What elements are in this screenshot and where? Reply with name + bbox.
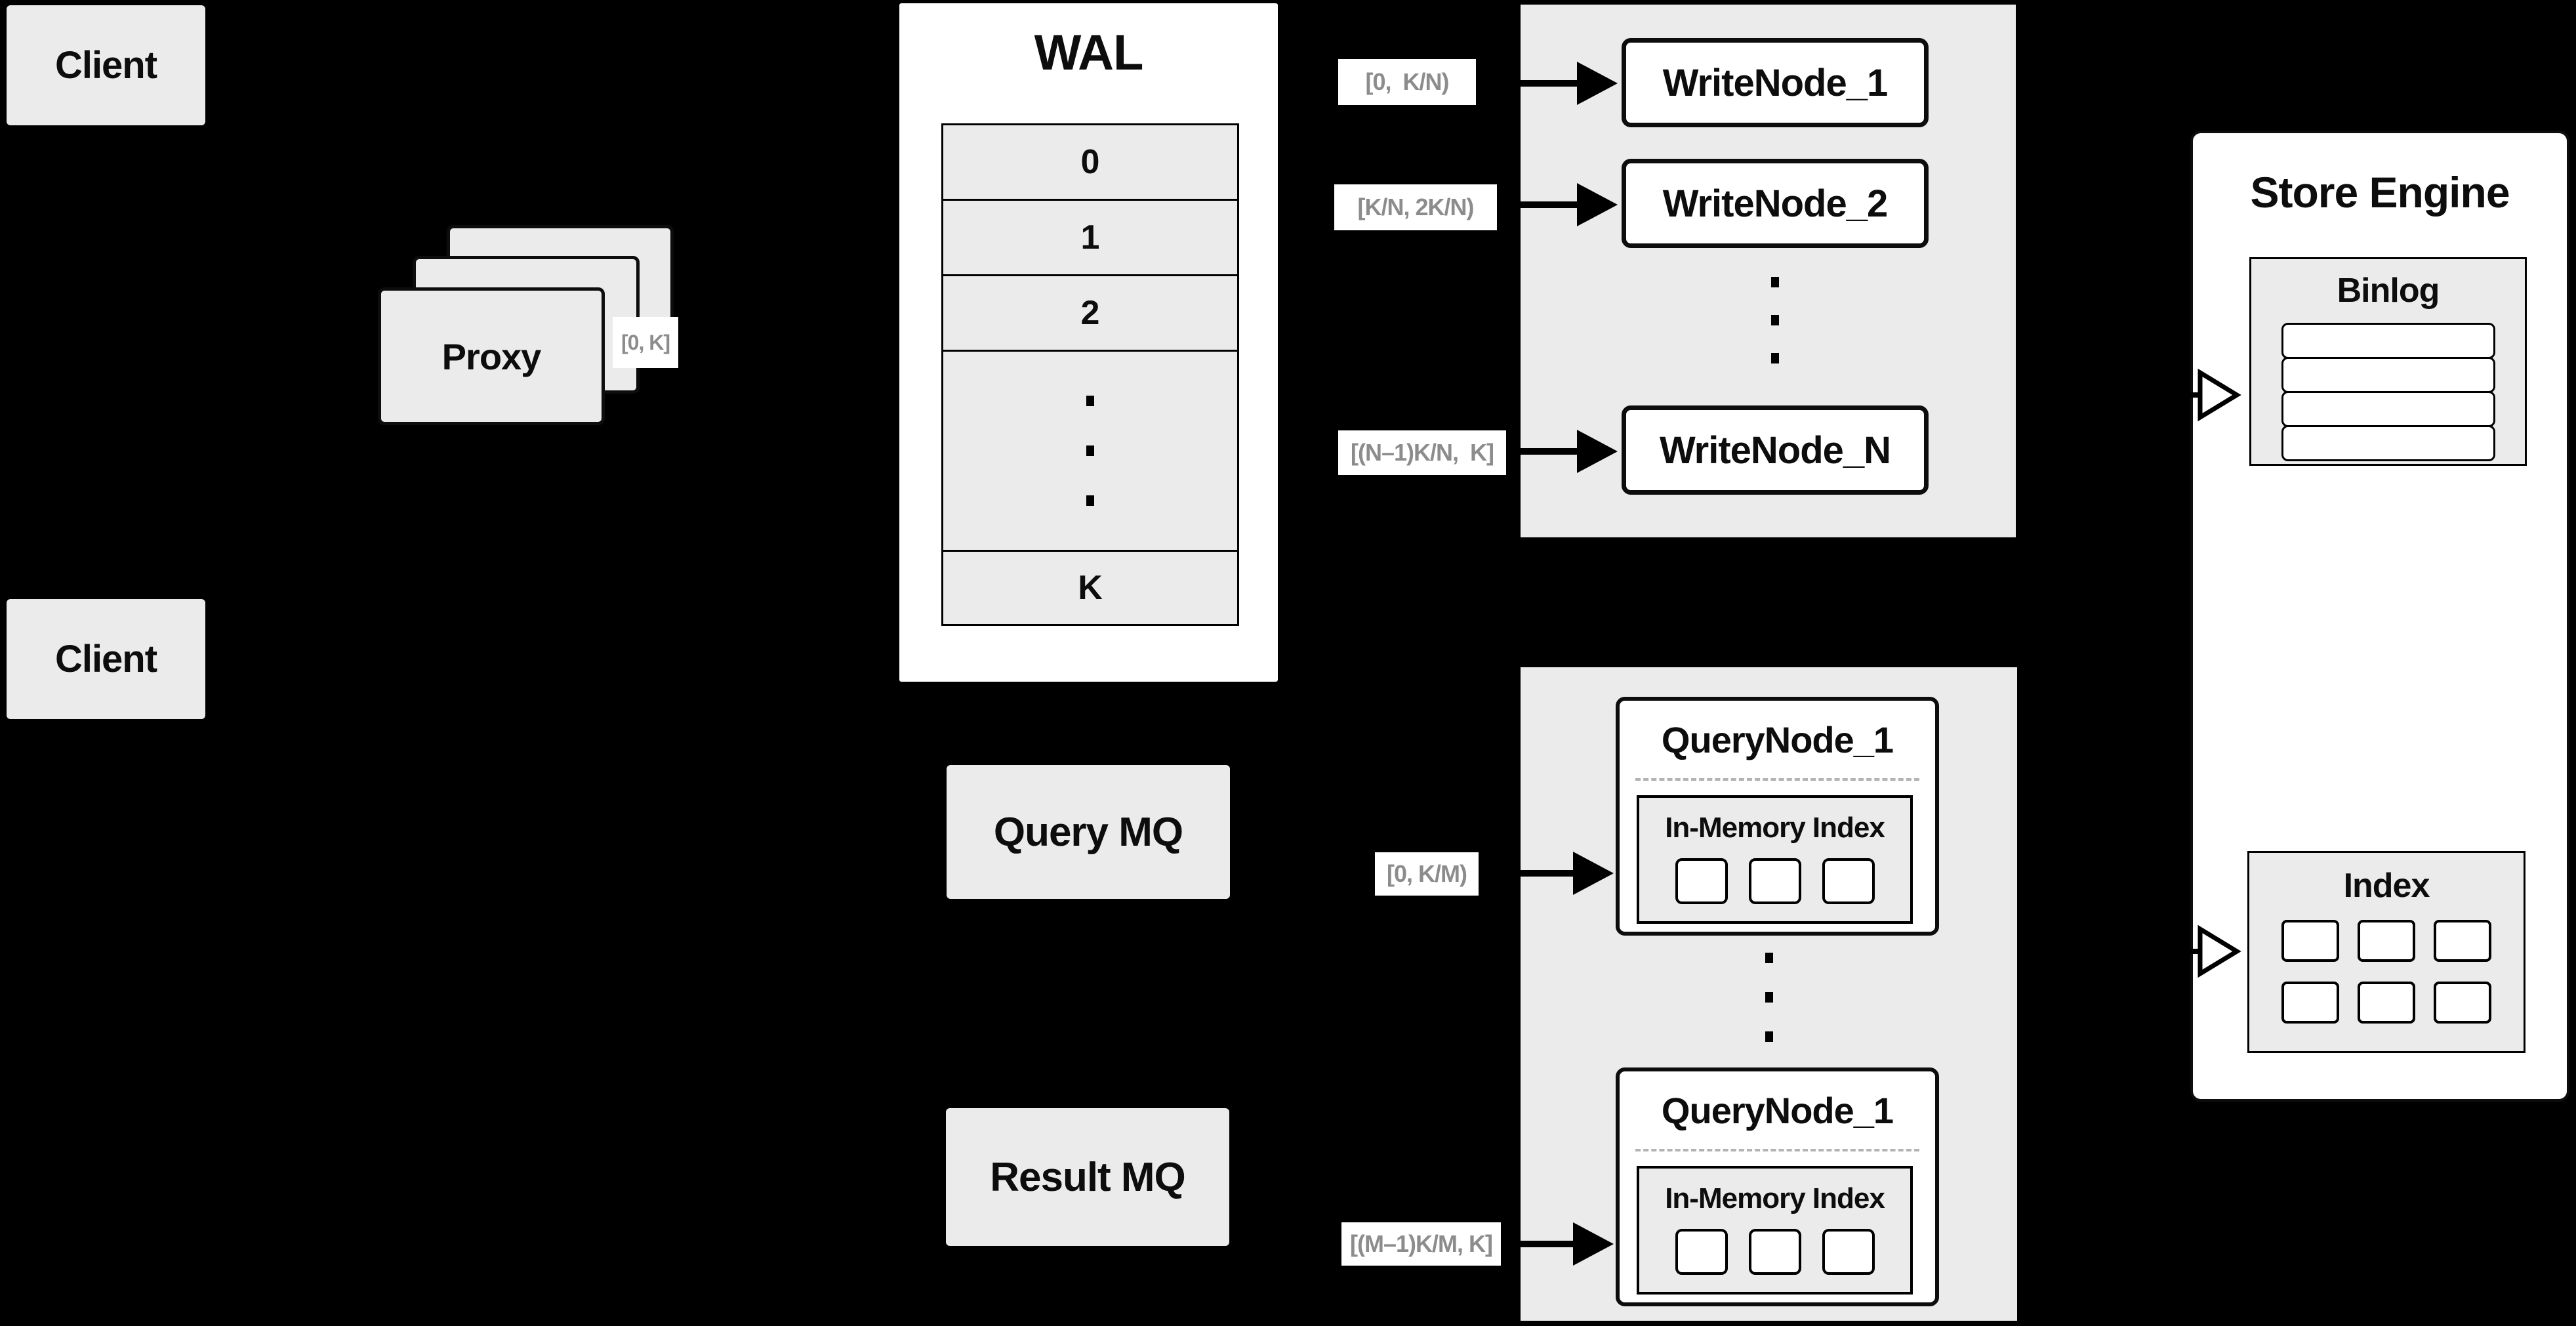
range-chip-write-1: [0, K/N)	[1338, 59, 1476, 105]
query-node-top-divider	[1635, 778, 1919, 781]
arrow-to-querynode-m	[1503, 1222, 1614, 1266]
query-node-top: QueryNode_1 In-Memory Index	[1616, 697, 1939, 936]
binlog-box: Binlog	[2249, 257, 2527, 466]
write-node-ellipsis	[1771, 277, 1779, 363]
wal-title: WAL	[1034, 24, 1144, 81]
in-memory-index-bottom-title: In-Memory Index	[1665, 1182, 1885, 1214]
proxy-label: Proxy	[441, 335, 542, 377]
in-memory-index-bottom-cells	[1639, 1229, 1910, 1275]
write-node-1: WriteNode_1	[1622, 38, 1929, 127]
range-chip-write-n: [(N–1)K/N, K]	[1338, 430, 1506, 475]
wal-row-k: K	[943, 552, 1237, 624]
write-node-2-label: WriteNode_2	[1662, 182, 1888, 225]
in-memory-index-top-cells	[1639, 858, 1910, 904]
result-mq-box: Result MQ	[946, 1108, 1229, 1246]
wal-row-0: 0	[943, 125, 1237, 201]
query-mq-box: Query MQ	[947, 765, 1230, 899]
query-node-top-label: QueryNode_1	[1661, 718, 1894, 760]
range-chip-query-1: [0, K/M)	[1375, 852, 1479, 896]
client-box-bottom: Client	[7, 599, 205, 719]
write-node-n: WriteNode_N	[1622, 405, 1929, 495]
index-title: Index	[2343, 867, 2430, 905]
range-chip-query-m: [(M–1)K/M, K]	[1341, 1222, 1501, 1266]
arrow-to-index	[2170, 924, 2241, 978]
store-engine-title: Store Engine	[2250, 168, 2510, 217]
client-box-top: Client	[7, 5, 205, 125]
arrow-to-writenode-2	[1500, 183, 1618, 226]
query-node-bottom-divider	[1635, 1149, 1919, 1151]
in-memory-index-box-bottom: In-Memory Index	[1637, 1166, 1913, 1295]
in-memory-index-box-top: In-Memory Index	[1637, 795, 1913, 924]
query-node-ellipsis	[1765, 953, 1773, 1042]
index-cells-row-1	[2249, 920, 2524, 962]
write-node-2: WriteNode_2	[1622, 159, 1929, 248]
wal-row-2: 2	[943, 276, 1237, 352]
range-chip-0-k: [0, K]	[613, 317, 678, 368]
client-top-label: Client	[54, 44, 157, 87]
result-mq-label: Result MQ	[990, 1154, 1186, 1200]
arrow-to-writenode-1	[1479, 62, 1618, 105]
query-node-bottom-label: QueryNode_1	[1661, 1089, 1894, 1131]
binlog-title: Binlog	[2337, 272, 2440, 310]
client-bottom-label: Client	[54, 638, 157, 680]
arrow-to-binlog	[2170, 368, 2241, 422]
binlog-rows	[2281, 323, 2495, 461]
arrow-to-querynode-1	[1481, 852, 1614, 895]
query-node-bottom: QueryNode_1 In-Memory Index	[1616, 1067, 1939, 1306]
wal-row-1: 1	[943, 201, 1237, 276]
index-cells-row-2	[2249, 982, 2524, 1024]
wal-table: 0 1 2 K	[941, 123, 1239, 626]
write-node-1-label: WriteNode_1	[1662, 61, 1888, 104]
wal-ellipsis-row	[943, 352, 1237, 552]
arrow-to-writenode-n	[1509, 430, 1618, 473]
proxy-card-front: Proxy	[378, 287, 605, 425]
write-node-n-label: WriteNode_N	[1659, 428, 1891, 472]
query-mq-label: Query MQ	[993, 809, 1183, 855]
index-box: Index	[2247, 851, 2525, 1053]
in-memory-index-top-title: In-Memory Index	[1665, 812, 1885, 844]
range-chip-write-2: [K/N, 2K/N)	[1334, 184, 1497, 230]
